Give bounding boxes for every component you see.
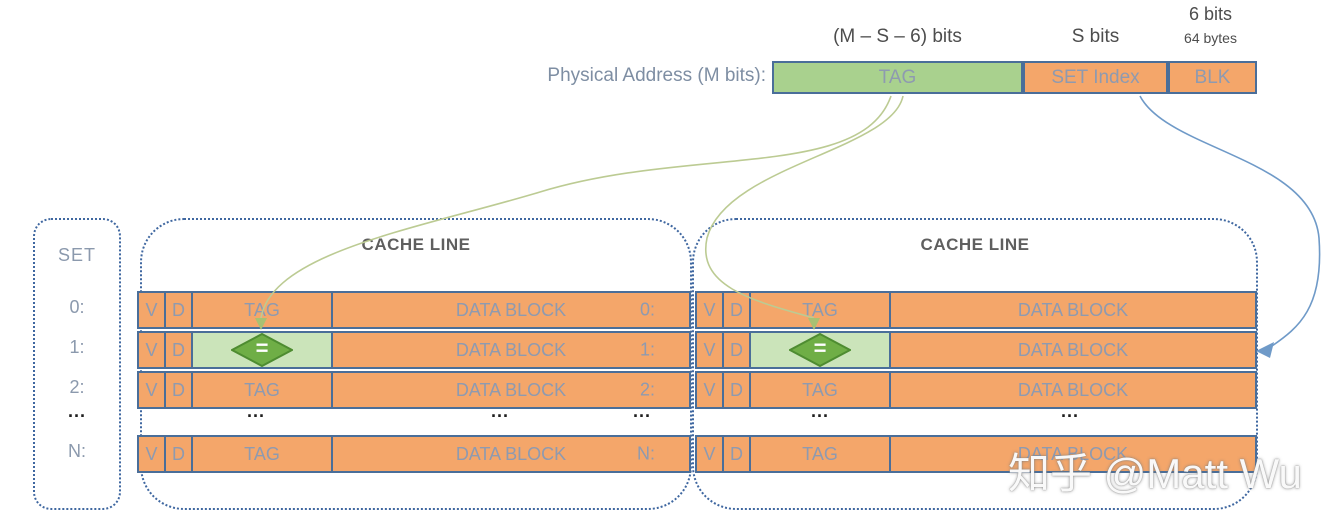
tag-cell-matched: TAG =	[193, 333, 333, 367]
physical-address-label: Physical Address (M bits):	[547, 65, 766, 86]
address-blk-field: BLK	[1168, 61, 1257, 94]
set-index-arrowhead	[1256, 342, 1274, 358]
set-label-1: 1:	[69, 337, 85, 357]
data-block-text: DATA BLOCK	[455, 299, 567, 320]
tag-cell: TAG	[193, 293, 333, 327]
dirty-bit-cell: D	[724, 293, 751, 327]
tag-cell: TAG	[751, 373, 891, 407]
data-block-cell: DATA BLOCK	[891, 437, 1255, 471]
data-block-cell: DATA BLOCK	[891, 293, 1255, 327]
cache-row: V D TAG DATA BLOCK 0:	[137, 291, 691, 329]
valid-bit-cell: V	[697, 437, 724, 471]
set-label-n: N:	[68, 441, 86, 461]
valid-bit-cell: V	[139, 437, 166, 471]
dirty-bit-cell: D	[166, 437, 193, 471]
cache-row-selected: V D TAG = DATA BLOCK	[695, 331, 1257, 369]
data-block-cell: DATA BLOCK 1:	[333, 333, 689, 367]
data-block-text: DATA BLOCK	[455, 379, 567, 400]
data-block-cell: DATA BLOCK	[891, 333, 1255, 367]
set-column-title: SET	[57, 245, 96, 265]
tag-cell-matched: TAG =	[751, 333, 891, 367]
equals-sign: =	[813, 335, 827, 361]
equals-sign: =	[255, 335, 269, 361]
watermark: 知乎 @Matt Wu	[1008, 450, 1302, 497]
set-index-row-label: N:	[637, 443, 655, 464]
data-block-text: DATA BLOCK	[455, 339, 567, 360]
blk-bits-label: 6 bits	[1188, 4, 1233, 24]
data-block-text: DATA BLOCK	[1017, 379, 1129, 400]
ellipsis-p1-tag: ...	[246, 401, 265, 421]
tag-cell: TAG	[193, 373, 333, 407]
valid-bit-cell: V	[139, 373, 166, 407]
dirty-bit-cell: D	[724, 437, 751, 471]
dirty-bit-cell: D	[724, 373, 751, 407]
data-block-cell: DATA BLOCK N:	[333, 437, 689, 471]
comparator-equals-icon: =	[193, 333, 331, 367]
tag-cell: TAG	[193, 437, 333, 471]
cache-row: V D TAG DATA BLOCK	[695, 291, 1257, 329]
cache-row: V D TAG DATA BLOCK	[695, 435, 1257, 473]
cache-row: V D TAG DATA BLOCK	[695, 371, 1257, 409]
data-block-text: DATA BLOCK	[1017, 299, 1129, 320]
cache-row: V D TAG DATA BLOCK N:	[137, 435, 691, 473]
ellipsis-set: ...	[67, 401, 86, 421]
valid-bit-cell: V	[697, 293, 724, 327]
ellipsis-row-labels: ...	[632, 401, 651, 421]
valid-bit-cell: V	[139, 333, 166, 367]
ellipsis-p1-data: ...	[490, 401, 509, 421]
data-block-cell: DATA BLOCK	[891, 373, 1255, 407]
set-column	[33, 218, 121, 510]
data-block-text: DATA BLOCK	[1017, 443, 1129, 464]
data-block-text: DATA BLOCK	[455, 443, 567, 464]
data-block-text: DATA BLOCK	[1017, 339, 1129, 360]
set-label-0: 0:	[69, 297, 85, 317]
ellipsis-p2-tag: ...	[810, 401, 829, 421]
dirty-bit-cell: D	[166, 373, 193, 407]
valid-bit-cell: V	[697, 373, 724, 407]
dirty-bit-cell: D	[166, 333, 193, 367]
cache-line-title-2: CACHE LINE	[920, 235, 1030, 254]
comparator-equals-icon: =	[751, 333, 889, 367]
cache-line-title-1: CACHE LINE	[361, 235, 471, 254]
data-block-cell: DATA BLOCK 0:	[333, 293, 689, 327]
dirty-bit-cell: D	[166, 293, 193, 327]
set-index-row-label: 1:	[639, 339, 655, 360]
tag-cell: TAG	[751, 437, 891, 471]
ellipsis-p2-data: ...	[1060, 401, 1079, 421]
blk-bytes-label: 64 bytes	[1184, 30, 1237, 46]
set-index-row-label: 2:	[639, 379, 655, 400]
valid-bit-cell: V	[139, 293, 166, 327]
data-block-cell: DATA BLOCK 2:	[333, 373, 689, 407]
dirty-bit-cell: D	[724, 333, 751, 367]
cache-row-selected: V D TAG = DATA BLOCK 1:	[137, 331, 691, 369]
set-bits-label: S bits	[1071, 26, 1120, 47]
tag-cell: TAG	[751, 293, 891, 327]
valid-bit-cell: V	[697, 333, 724, 367]
cache-line-panel-2: CACHE LINE	[692, 218, 1258, 510]
set-index-row-label: 0:	[639, 299, 655, 320]
cache-row: V D TAG DATA BLOCK 2:	[137, 371, 691, 409]
physical-address-bar: TAG SET Index BLK	[772, 61, 1257, 94]
tag-bits-label: (M – S – 6) bits	[833, 26, 962, 47]
address-set-index-field: SET Index	[1023, 61, 1168, 94]
address-tag-field: TAG	[772, 61, 1023, 94]
set-label-2: 2:	[69, 377, 85, 397]
